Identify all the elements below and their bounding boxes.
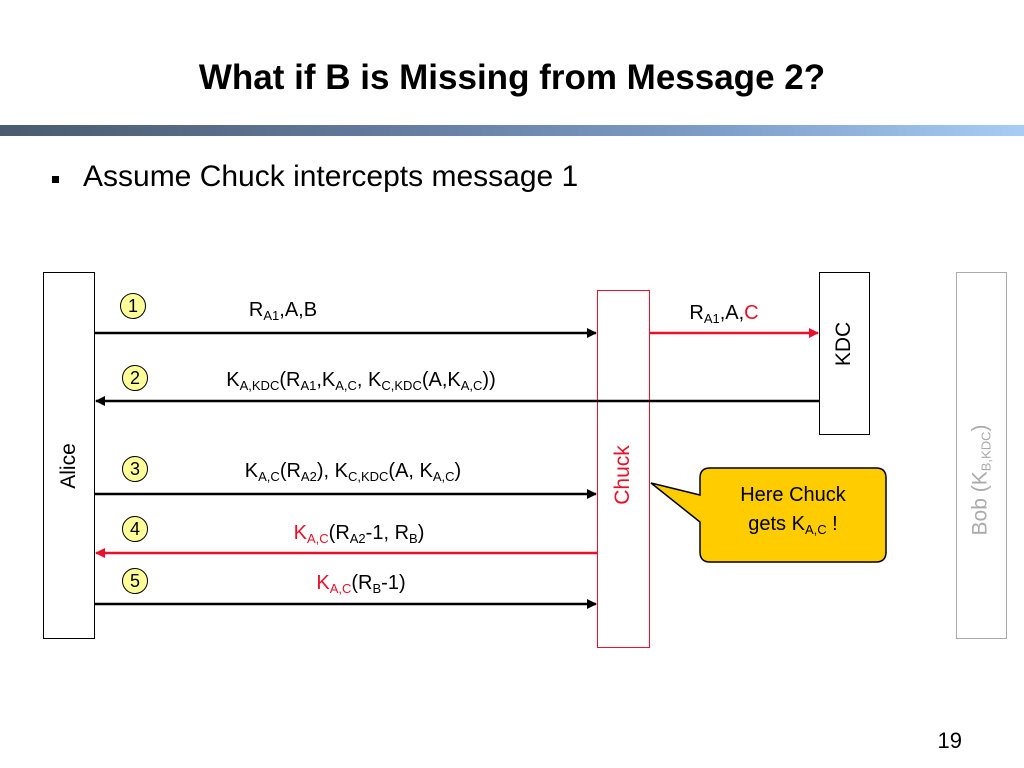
alice-lifeline-box [43,272,95,639]
step-badge-3: 3 [122,456,148,482]
message-5-label: KA,C(RB-1) [316,572,406,596]
chuck-lifeline-box [597,290,650,648]
bullet-square-icon [52,175,59,183]
callout-line-1: Here Chuck [740,484,846,506]
bullet-item: Assume Chuck intercepts message 1 [52,160,578,194]
slide-title: What if B is Missing from Message 2? [198,58,826,97]
callout-text: Here Chuck gets KA,C ! [700,481,886,544]
message-1-label: RA1,A,B [248,299,318,323]
step-badge-4: 4 [122,516,148,542]
page-number: 19 [937,728,962,753]
step-badge-5: 5 [122,568,148,594]
title-divider-bar [0,125,1024,136]
bob-box [956,272,1007,639]
step-badge-2: 2 [122,365,148,391]
message-1-forwarded-label: RA1,A,C [689,302,759,326]
callout-line-2: gets KA,C ! [748,513,838,537]
callout-bubble [650,467,887,563]
message-4-label: KA,C(RA2-1, RB) [293,522,425,546]
bullet-text: Assume Chuck intercepts message 1 [83,160,579,193]
message-3-label: KA,C(RA2), KC,KDC(A, KA,C) [244,460,462,484]
kdc-box [819,272,870,435]
step-badge-1: 1 [120,293,146,319]
message-2-label: KA,KDC(RA1,KA,C, KC,KDC(A,KA,C)) [226,369,496,393]
